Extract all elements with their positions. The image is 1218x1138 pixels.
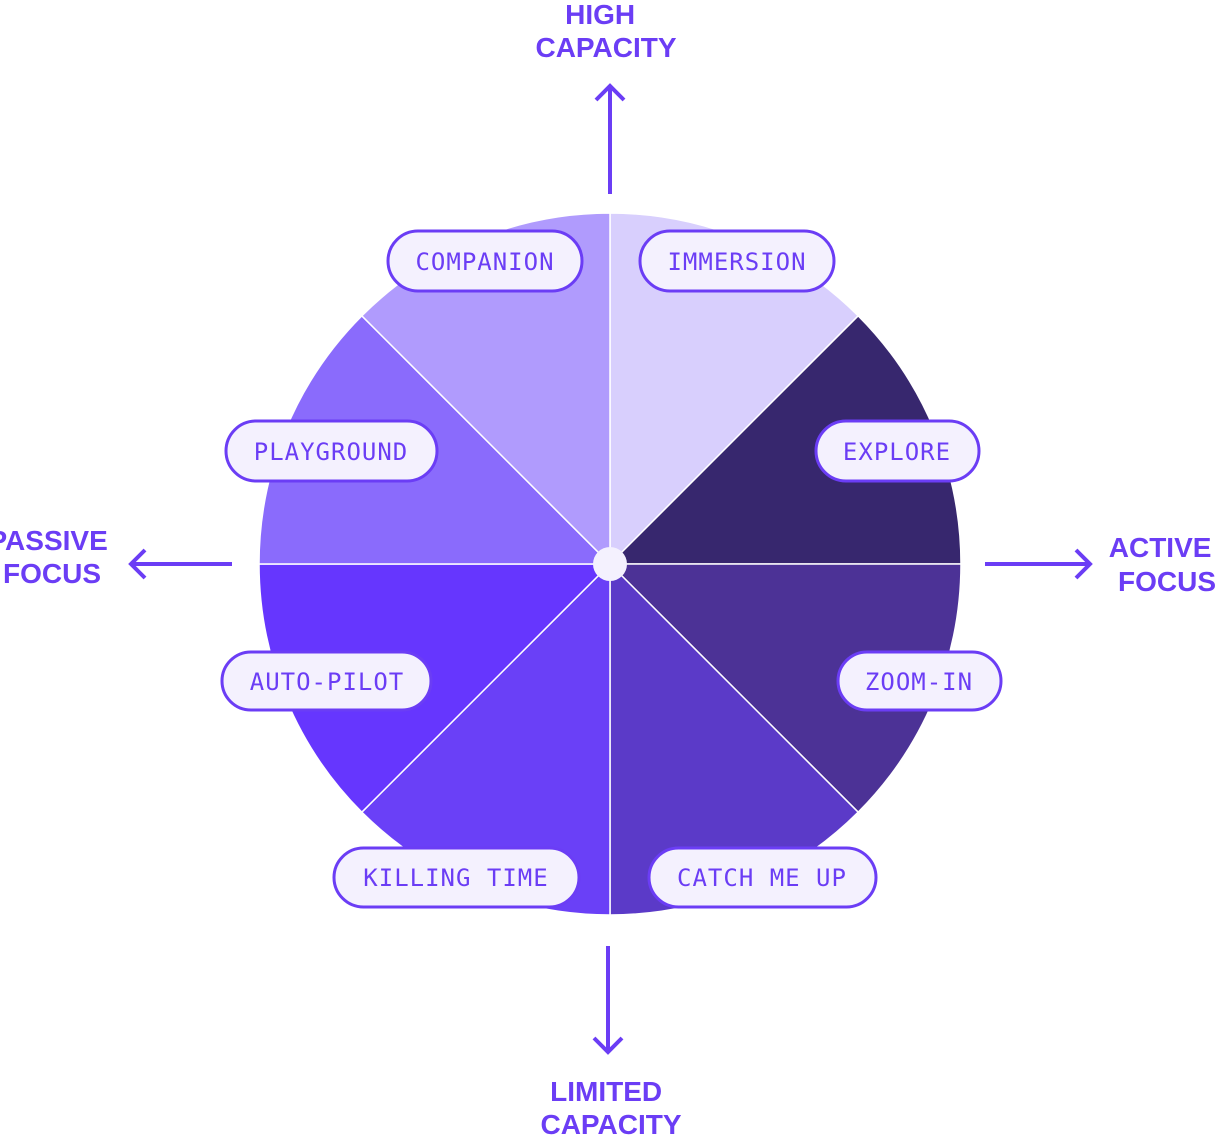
pill-explore: EXPLORE <box>814 419 981 483</box>
axis-label-bottom: LIMITED CAPACITY <box>540 1076 681 1138</box>
pill-auto-pilot: AUTO-PILOT <box>220 650 433 712</box>
axis-label-right-line2: FOCUS <box>1118 566 1216 597</box>
pill-playground-label: PLAYGROUND <box>254 438 409 466</box>
axis-label-left: PASSIVE FOCUS <box>0 525 116 589</box>
pill-immersion: IMMERSION <box>638 229 836 293</box>
pill-companion-label: COMPANION <box>415 248 554 276</box>
segments <box>258 212 962 916</box>
pill-companion: COMPANION <box>386 229 584 293</box>
pill-playground: PLAYGROUND <box>224 419 439 483</box>
axis-arrow-left <box>128 548 232 580</box>
pill-killing-time: KILLING TIME <box>332 846 581 909</box>
center-dot <box>593 547 627 581</box>
pill-zoom-in-label: ZOOM-IN <box>865 668 973 696</box>
axis-label-right: ACTIVE FOCUS <box>1109 532 1218 597</box>
pill-immersion-label: IMMERSION <box>667 248 806 276</box>
pill-auto-pilot-label: AUTO-PILOT <box>250 668 405 696</box>
axis-label-top: HIGH CAPACITY <box>535 0 676 63</box>
pill-zoom-in: ZOOM-IN <box>836 650 1003 712</box>
axis-arrow-up <box>594 83 626 194</box>
axis-label-left-line2: FOCUS <box>3 558 101 589</box>
axis-label-top-line2: CAPACITY <box>535 32 676 63</box>
pill-explore-label: EXPLORE <box>843 438 951 466</box>
pill-catch-me-up-label: CATCH ME UP <box>677 864 847 892</box>
axis-label-bottom-line2: CAPACITY <box>540 1109 681 1138</box>
pill-catch-me-up: CATCH ME UP <box>647 846 878 909</box>
axis-label-right-line1: ACTIVE <box>1109 532 1212 563</box>
axis-label-bottom-line1: LIMITED <box>550 1076 662 1107</box>
axis-label-top-line1: HIGH <box>565 0 635 30</box>
pill-killing-time-label: KILLING TIME <box>363 864 548 892</box>
axis-label-left-line1: PASSIVE <box>0 525 108 556</box>
axis-arrow-right <box>985 548 1093 580</box>
axis-arrow-down <box>592 946 624 1055</box>
